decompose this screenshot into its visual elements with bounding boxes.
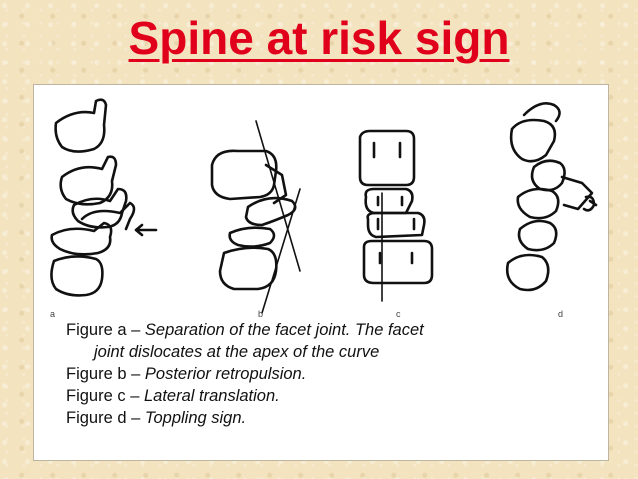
figure-captions: Figure a – Separation of the facet joint…	[66, 319, 606, 429]
label-d: d	[558, 309, 564, 319]
label-c: c	[396, 309, 401, 319]
label-b: b	[258, 309, 264, 319]
diagram-b-vertebrae	[210, 120, 301, 314]
caption-b: Figure b – Posterior retropulsion.	[66, 365, 307, 383]
caption-a: Figure a – Separation of the facet joint…	[66, 321, 424, 339]
spine-diagrams	[50, 98, 598, 314]
caption-d: Figure d – Toppling sign.	[66, 409, 247, 427]
figure-panel: a b c d Figure a – Separation of the fac…	[33, 84, 609, 461]
caption-c: Figure c – Lateral translation.	[66, 387, 280, 405]
diagram-c-vertebrae	[358, 129, 434, 302]
diagram-a-vertebrae	[50, 98, 158, 297]
slide-title-text: Spine at risk sign	[128, 12, 510, 64]
caption-a-continued: joint dislocates at the apex of the curv…	[94, 343, 380, 361]
slide-title: Spine at risk sign	[0, 8, 638, 68]
label-a: a	[50, 309, 56, 319]
diagram-d-vertebrae	[505, 102, 598, 292]
